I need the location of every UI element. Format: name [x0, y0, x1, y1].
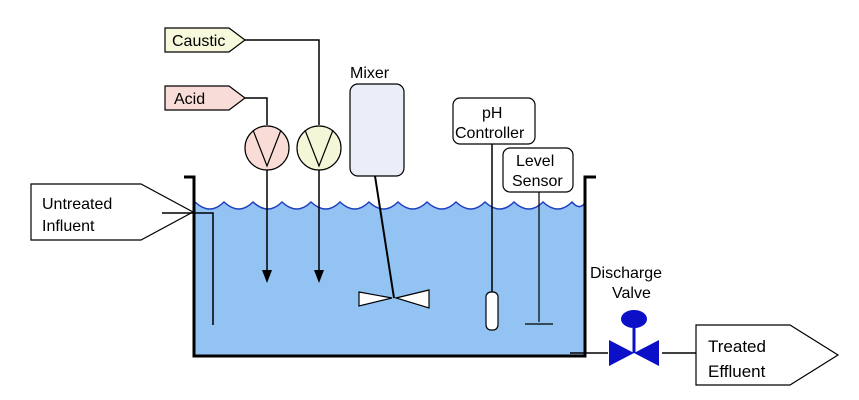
discharge-valve-label-2: Valve: [612, 285, 651, 302]
ph-probe: [485, 291, 499, 331]
mixer-impeller-icon: [358, 289, 430, 309]
mixer-motor: [349, 83, 405, 177]
untreated-influent-tag: Untreated Influent: [30, 183, 195, 241]
discharge-valve-label-1: Discharge: [590, 265, 662, 282]
acid-pump-icon: [244, 125, 290, 171]
mixer-shaft: [374, 175, 395, 299]
level-sensor-box: Level Sensor: [502, 147, 574, 193]
tank-wall: [184, 175, 596, 358]
caustic-feed-line: [245, 39, 320, 125]
level-sensor-label-1: Level: [516, 153, 554, 170]
water-surface-waves: [194, 200, 585, 210]
mixer-label: Mixer: [350, 65, 390, 82]
ph-controller-box: pH Controller: [452, 97, 536, 145]
level-sensor-label-2: Sensor: [512, 173, 563, 190]
caustic-pump-icon: [296, 125, 342, 171]
tank-water: [195, 202, 584, 355]
treated-effluent-tag: Treated Effluent: [695, 324, 840, 386]
ph-controller-label-1: pH: [482, 105, 502, 122]
discharge-valve-icon: [609, 310, 659, 366]
untreated-influent-label-1: Untreated: [42, 196, 112, 213]
treated-effluent-label-2: Effluent: [708, 362, 766, 381]
untreated-influent-label-2: Influent: [42, 218, 95, 235]
acid-tag: Acid: [164, 85, 246, 111]
caustic-label: Caustic: [172, 33, 225, 50]
acid-feed-line: [245, 97, 268, 125]
influent-pipe: [162, 212, 214, 325]
caustic-dosing-arrow: [314, 270, 324, 283]
acid-dosing-arrow: [262, 270, 272, 283]
ph-controller-label-2: Controller: [455, 125, 525, 142]
acid-label: Acid: [174, 91, 205, 108]
treated-effluent-label-1: Treated: [708, 337, 766, 356]
caustic-tag: Caustic: [164, 27, 246, 53]
